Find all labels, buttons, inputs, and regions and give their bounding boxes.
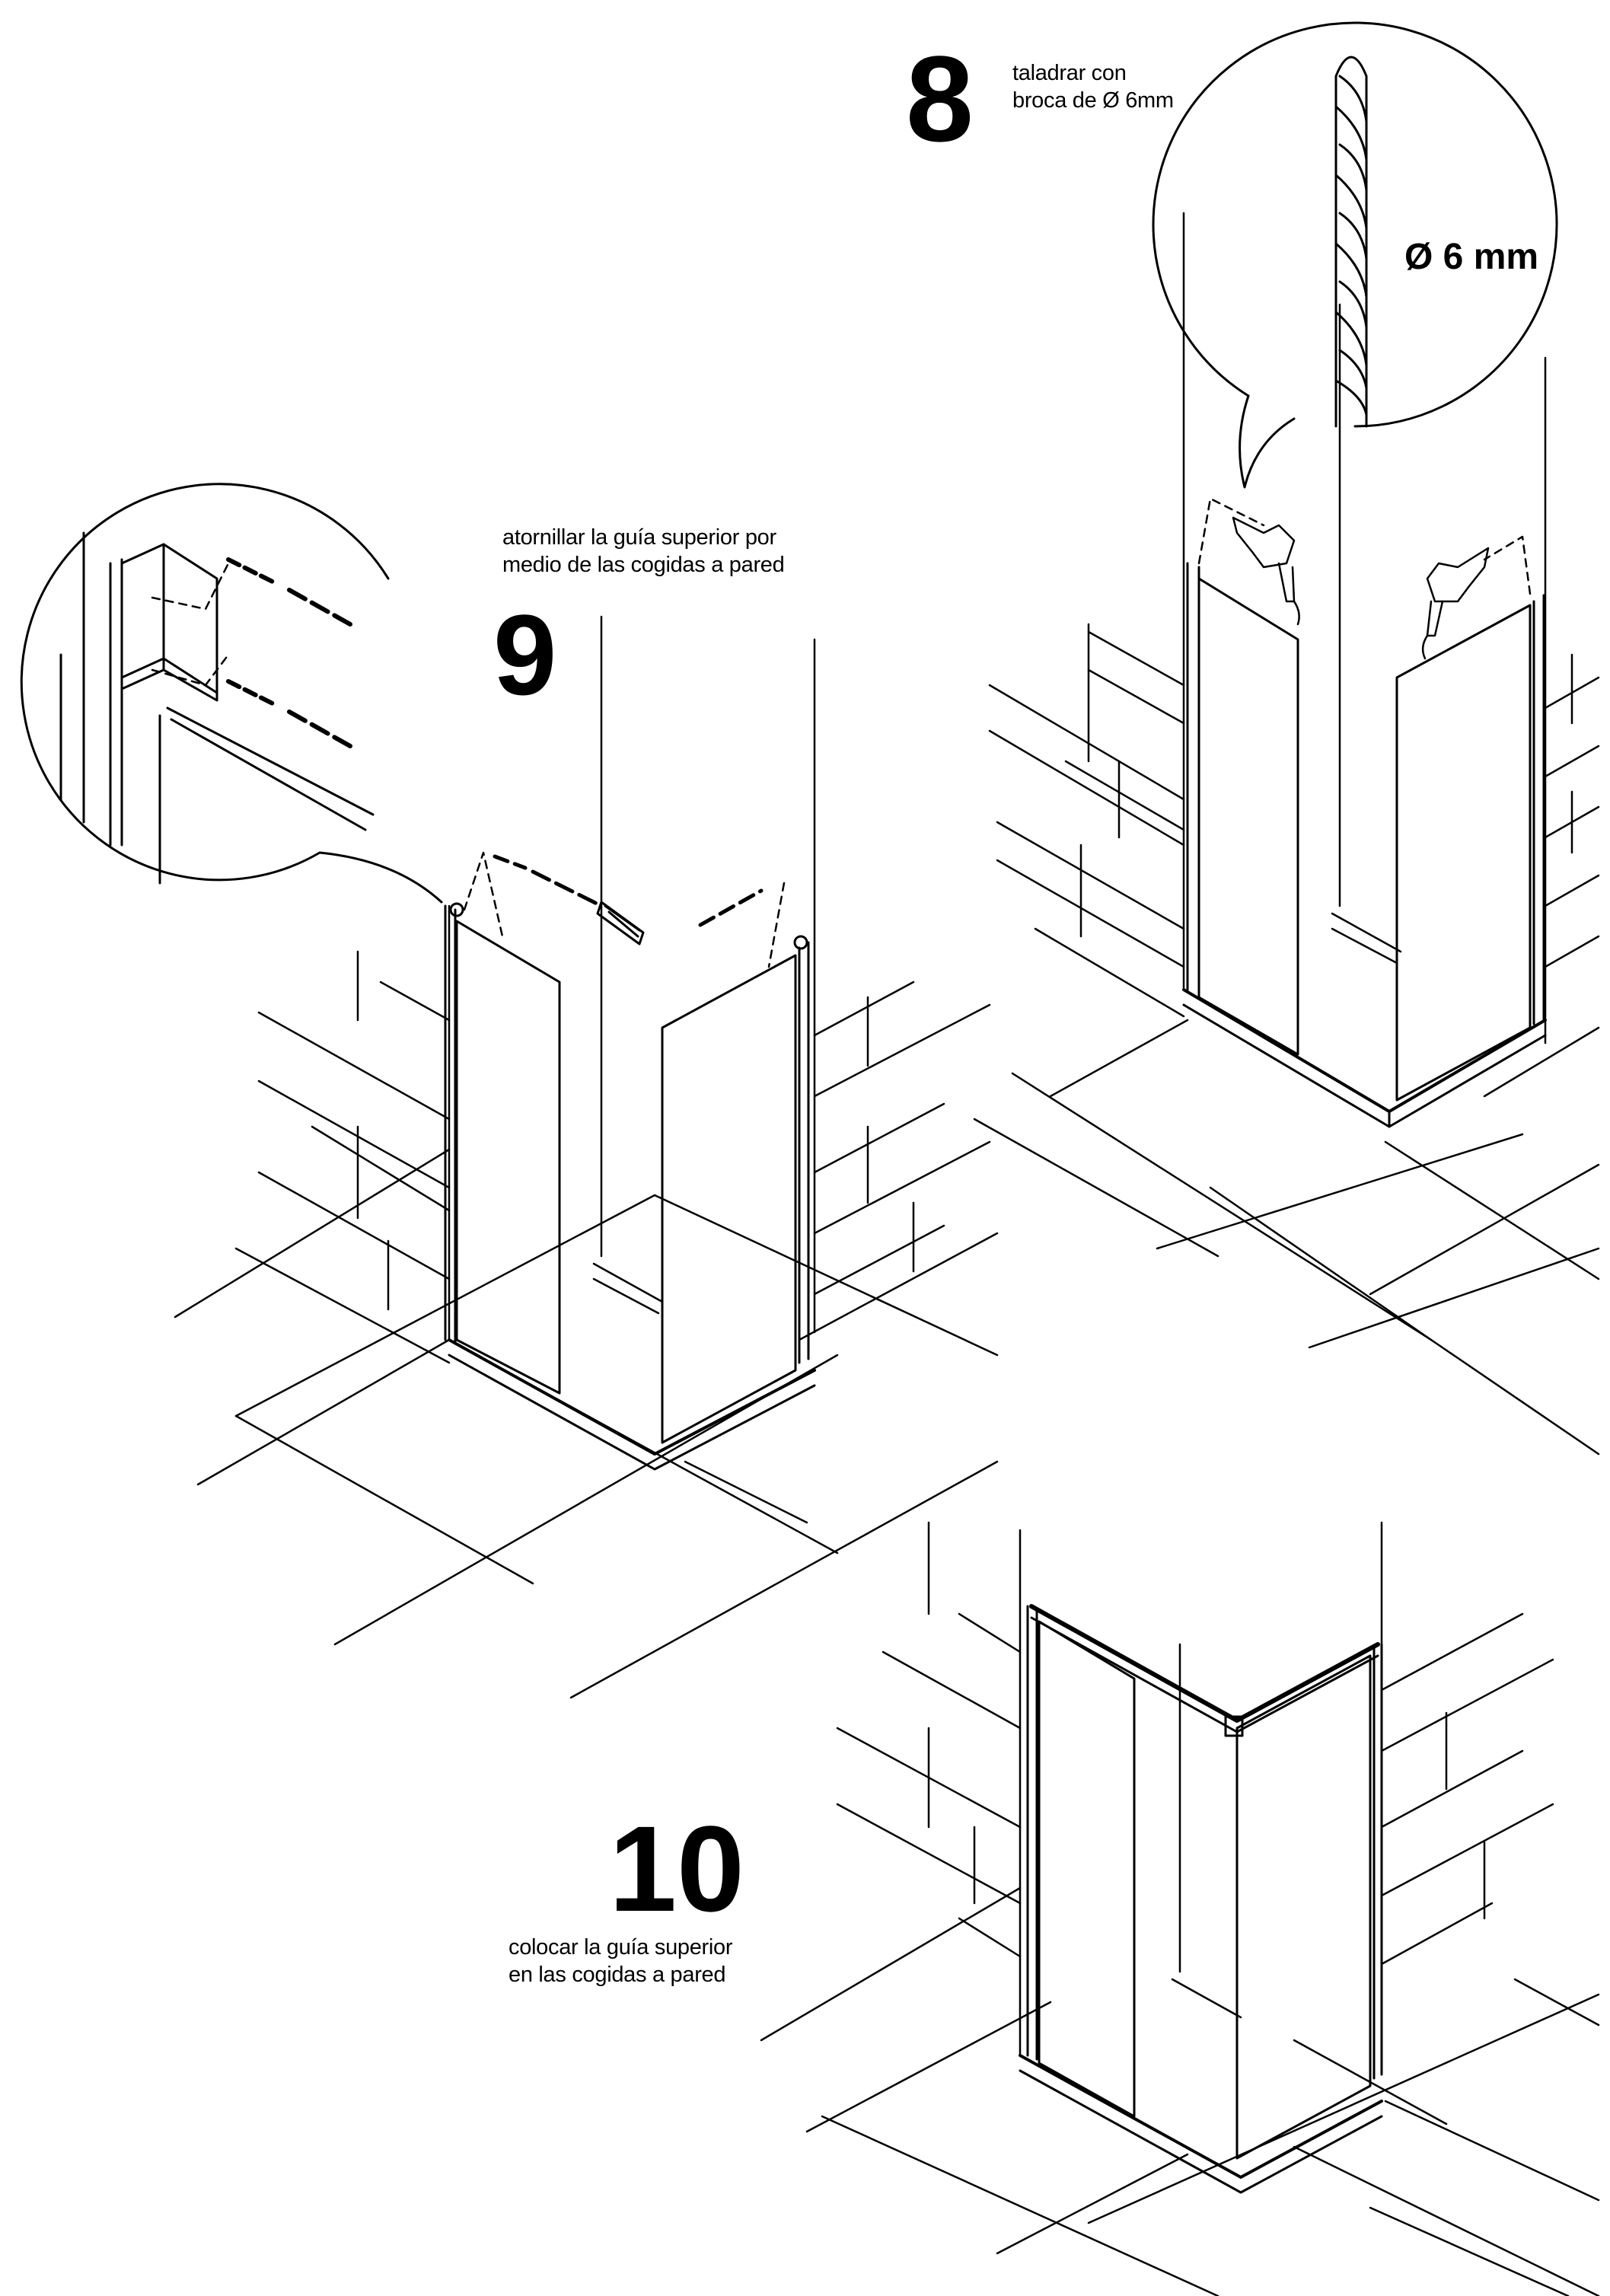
step-10-floor-tiles <box>760 1886 1600 2296</box>
step-9-detail-callout <box>20 483 443 904</box>
power-drill-icon <box>1232 516 1300 626</box>
step-8-caption-line-2: broca de Ø 6mm <box>1012 88 1174 113</box>
step-9-right-panel <box>661 935 810 1444</box>
wall-bracket-icon <box>59 531 218 885</box>
drill-diameter-label: Ø 6 mm <box>1404 237 1539 277</box>
step-9-right-wall <box>813 638 991 1334</box>
step-10-illustration <box>760 1521 1600 2296</box>
step-9-caption-line-2: medio de las cogidas a pared <box>502 553 785 577</box>
step-10-number: 10 <box>609 1800 744 1937</box>
screw-icon <box>226 557 352 748</box>
step-9-number: 9 <box>493 591 557 719</box>
step-8-left-panel <box>1186 562 1299 1056</box>
step-9-left-panel <box>444 902 561 1395</box>
step-8-right-panel <box>1395 594 1545 1102</box>
step-10-caption-line-1: colocar la guía superior <box>509 1935 733 1960</box>
step-8-illustration <box>973 21 1600 1456</box>
step-8-floor-tiles <box>973 1019 1600 1456</box>
screw-icon <box>493 854 604 908</box>
step-8-left-wall <box>988 212 1185 1018</box>
step-10-left-wall <box>836 1521 1022 2057</box>
step-10-left-panel <box>1026 1605 1136 2118</box>
drill-bit-icon <box>1334 56 1368 428</box>
step-9-caption-line-1: atornillar la guía superior por <box>502 525 776 550</box>
step-8-number: 8 <box>906 30 974 167</box>
step-9-floor-tiles <box>174 1148 999 1699</box>
step-9-illustration <box>20 483 999 1699</box>
screw-icon <box>698 888 764 927</box>
step-9-caption: atornillar la guía superior por medio de… <box>502 524 785 579</box>
step-9-left-wall <box>257 904 451 1341</box>
step-10-right-wall <box>1380 1521 1554 2072</box>
power-drill-icon <box>1421 547 1490 660</box>
step-8-right-wall <box>1544 356 1600 1044</box>
step-8-caption-line-1: taladrar con <box>1012 61 1127 85</box>
step-8-detail-callout <box>1152 21 1558 489</box>
step-10-caption: colocar la guía superior en las cogidas … <box>509 1934 733 1988</box>
wall-plug-icon <box>596 901 645 946</box>
step-10-caption-line-2: en las cogidas a pared <box>509 1963 726 1987</box>
step-10-right-panel <box>1235 1643 1383 2160</box>
step-8-caption: taladrar con broca de Ø 6mm <box>1012 59 1174 114</box>
